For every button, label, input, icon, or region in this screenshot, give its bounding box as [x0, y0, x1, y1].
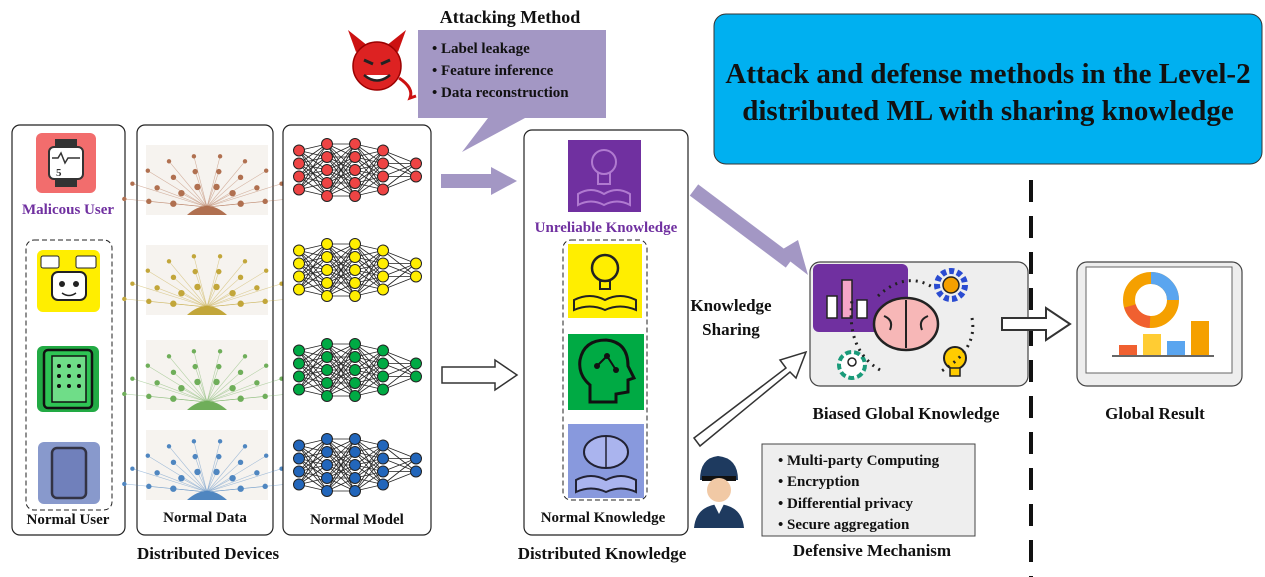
malicious-user-label: Malicous User [22, 202, 114, 218]
donut-chart-icon [1123, 272, 1179, 328]
knowledge-panel: Unreliable Knowledge Normal Knowledge [523, 129, 689, 536]
title-box: Attack and defense methods in the Level-… [713, 13, 1263, 165]
neural-net-blue [293, 433, 422, 497]
knowledge-sharing-arrow [692, 350, 808, 448]
bar-chart-icon [826, 279, 868, 319]
result-bar-4 [1191, 321, 1209, 355]
brain-icon [872, 296, 940, 352]
neural-net-red [293, 138, 422, 202]
lightbulb-book-icon [568, 244, 642, 318]
users-panel: 5 Malicous User Normal User [11, 124, 126, 536]
model-panel: Normal Model [282, 124, 432, 536]
normal-model-label: Normal Model [310, 512, 404, 528]
title-line-2: distributed ML with sharing knowledge [742, 95, 1234, 127]
police-officer-icon [694, 456, 744, 528]
attack-arrow [441, 167, 517, 195]
gear-icon [934, 268, 968, 302]
result-bar-2 [1143, 334, 1161, 355]
attack-item-data-reconstruction: • Data reconstruction [432, 85, 569, 101]
attack-item-feature-inference: • Feature inference [432, 63, 554, 79]
data-cloud-yellow [122, 245, 292, 315]
attacking-method-callout: Attacking Method • Label leakage • Featu… [418, 7, 606, 152]
data-cloud-red [122, 145, 292, 215]
lightbulb-icon [943, 346, 967, 377]
normal-users-group [25, 239, 113, 511]
result-arrow [1001, 306, 1072, 342]
data-cloud-green [122, 340, 292, 410]
unreliable-sharing-arrow [689, 184, 808, 275]
attacking-method-heading: Attacking Method [440, 7, 581, 27]
tablet-icon [37, 346, 99, 412]
distributed-devices-caption: Distributed Devices [137, 544, 280, 563]
devil-icon [348, 30, 417, 101]
normal-user-label: Normal User [27, 512, 110, 528]
defense-item-secure-agg: • Secure aggregation [778, 517, 910, 533]
global-result-label: Global Result [1105, 404, 1205, 423]
knowledge-sharing-label-1: Knowledge [690, 296, 772, 315]
global-result-box [1076, 261, 1243, 387]
defense-item-encryption: • Encryption [778, 474, 860, 490]
biased-global-knowledge-label: Biased Global Knowledge [812, 404, 999, 423]
result-bar-3 [1167, 341, 1185, 355]
attack-item-label-leakage: • Label leakage [432, 41, 530, 57]
neural-net-yellow [293, 238, 422, 302]
user-icon [837, 350, 867, 380]
dotted-cycle [849, 279, 975, 374]
data-panel: Normal Data [122, 124, 292, 536]
smartwatch-icon: 5 [36, 133, 96, 193]
unreliable-knowledge-icon [568, 140, 641, 212]
global-knowledge-box [809, 261, 1029, 387]
normal-data-label: Normal Data [163, 510, 247, 526]
knowledge-sharing-label-2: Sharing [702, 320, 760, 339]
defense-item-mpc: • Multi-party Computing [778, 453, 940, 469]
normal-knowledge-label: Normal Knowledge [541, 510, 666, 526]
normal-flow-arrow [441, 358, 519, 392]
defense-item-dp: • Differential privacy [778, 496, 913, 512]
distributed-knowledge-caption: Distributed Knowledge [518, 544, 687, 563]
title-line-1: Attack and defense methods in the Level-… [725, 58, 1250, 90]
data-cloud-blue [122, 430, 292, 500]
unreliable-knowledge-label: Unreliable Knowledge [535, 220, 678, 236]
svg-text:5: 5 [56, 167, 62, 179]
normal-knowledge-group [562, 239, 648, 501]
result-bar-1 [1119, 345, 1137, 355]
defensive-mechanism-caption: Defensive Mechanism [793, 541, 951, 560]
robot-icon [37, 250, 100, 312]
neural-net-green [293, 338, 422, 402]
brain-book-icon [568, 424, 644, 498]
defense-box: • Multi-party Computing • Encryption • D… [761, 443, 976, 537]
brain-head-icon [568, 334, 644, 410]
phone-icon [38, 442, 100, 504]
